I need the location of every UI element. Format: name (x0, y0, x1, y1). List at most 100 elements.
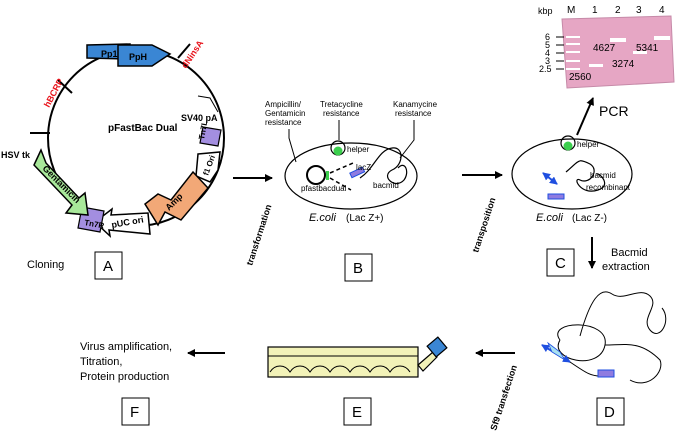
ladder-band (566, 68, 580, 70)
f1ori-segment (195, 151, 221, 183)
marker-2-5: 2.5 (539, 64, 552, 74)
resistance-label-3: resistance (265, 118, 302, 127)
helper-label-c: helper (577, 140, 600, 149)
kanamycine-label-2: resistance (395, 109, 432, 118)
cell-culture-tray-icon (267, 336, 448, 378)
lane-1: 1 (592, 5, 598, 16)
insert-arrow (542, 172, 558, 185)
box-a-letter: A (103, 258, 113, 275)
flask-neck (417, 351, 438, 372)
organism-c: E.coli (536, 212, 563, 224)
box-a (94, 251, 123, 280)
box-f (121, 397, 150, 426)
plasmid-tick (57, 79, 73, 94)
bacmid-icon (359, 147, 408, 185)
pcr-gel: kbp M 1 2 3 4 6 5 4 3 2.5 2560 4627 3274… (538, 5, 675, 89)
bacmid-strand (569, 361, 601, 377)
bacmid-icon (557, 291, 667, 384)
box-b-letter: B (353, 260, 363, 277)
recombinant-label: recombinant (586, 183, 631, 192)
pph-label: PpH (129, 52, 147, 62)
box-e-letter: E (352, 404, 362, 421)
plasmid-tick (177, 43, 191, 59)
strain-c: (Lac Z-) (572, 213, 607, 224)
ecoli-cell-b: Ampicillin/ Gentamicin resistance Tretac… (265, 100, 438, 224)
kanamycine-pointer (399, 120, 415, 159)
extraction-label-2: extraction (602, 261, 650, 273)
box-f-letter: F (130, 404, 139, 421)
tn7r-label: Tn7R (84, 218, 105, 230)
extracted-bacmid (541, 291, 667, 384)
marker-5: 5 (545, 40, 550, 50)
box-d (596, 397, 625, 426)
sv40-bracket (197, 95, 219, 113)
pp10-label: Pp10 (101, 49, 123, 59)
box-d-letter: D (604, 404, 615, 421)
lacz-bar (349, 166, 366, 179)
helper-plasmid-fill (563, 141, 573, 151)
tetracycline-label-2: resistance (323, 109, 360, 118)
marker-3: 3 (545, 56, 550, 66)
ladder-band (566, 51, 580, 53)
plasmid-map: Pp10 PpH hBCRP dNinsA SV40 pA Tn7L f1 Or… (1, 38, 225, 239)
kanamycine-label-1: Kanamycine (393, 100, 438, 109)
lane-2: 2 (615, 5, 621, 16)
gel-slab (561, 15, 675, 89)
strain-b: (Lac Z+) (346, 213, 384, 224)
box-c-letter: C (555, 255, 566, 272)
tn7-bar (597, 369, 615, 378)
marker-6: 6 (545, 32, 550, 42)
output-line-2: Titration, (80, 356, 122, 368)
pcr-label: PCR (599, 103, 629, 119)
band-size-2: 4627 (593, 43, 616, 54)
insert-region (547, 341, 566, 361)
sample-band-2 (610, 38, 626, 42)
cloning-label: Cloning (27, 259, 64, 271)
lane-4: 4 (659, 5, 665, 16)
tn7-bar (547, 193, 565, 200)
flask-cap (426, 336, 448, 358)
output-line-1: Virus amplification, (80, 341, 172, 353)
tetracycline-label-1: Tretacycline (320, 100, 363, 109)
tray-body (267, 346, 419, 378)
sample-band-3 (633, 51, 647, 54)
hsv-label: HSV tk (1, 150, 31, 160)
pfastbac-insert (326, 171, 329, 180)
resistance-pointer (288, 129, 297, 163)
gel-unit: kbp (538, 6, 553, 16)
gentamicin-label: Gentamicin (41, 163, 83, 205)
band-size-1: 2560 (569, 72, 592, 83)
dnnsa-label: dNinsA (179, 38, 205, 70)
plasmid-name: pFastBac Dual (108, 123, 178, 134)
transformation-label: transformation (244, 203, 273, 266)
bacmid-icon (565, 160, 606, 192)
ladder-band (566, 60, 580, 62)
extraction-label-1: Bacmid (611, 247, 648, 259)
tn7l-segment (199, 126, 222, 147)
bacmid-label-c: bacmid (590, 171, 616, 180)
band-size-4: 5341 (636, 43, 659, 54)
lane-m: M (567, 5, 575, 16)
helper-plasmid-fill (333, 146, 343, 156)
pfastbac-plasmid-icon (306, 165, 326, 185)
cell-membrane (511, 138, 633, 210)
resistance-label-1: Ampicillin/ (265, 100, 302, 109)
hbcrp-label: hBCRP (42, 77, 65, 109)
bacmid-label-b: bacmid (373, 181, 399, 190)
marker-4: 4 (545, 48, 550, 58)
sample-band-1 (589, 64, 603, 67)
ladder-band (566, 43, 580, 45)
lacz-label: lacZ (356, 163, 371, 172)
tn7l-label: Tn7L (197, 120, 209, 140)
ladder-band (566, 36, 580, 38)
helper-label-b: helper (347, 145, 370, 154)
ecoli-cell-c: helper bacmid recombinant E.coli (Lac Z-… (511, 135, 633, 224)
lane-3: 3 (636, 5, 642, 16)
pfastbacdual-label: pfastbacdual (301, 184, 347, 193)
band-size-3: 3274 (612, 59, 635, 70)
organism-b: E.coli (309, 212, 336, 224)
box-e (343, 397, 372, 426)
gentamicin-segment (33, 148, 89, 216)
box-b (344, 253, 373, 282)
